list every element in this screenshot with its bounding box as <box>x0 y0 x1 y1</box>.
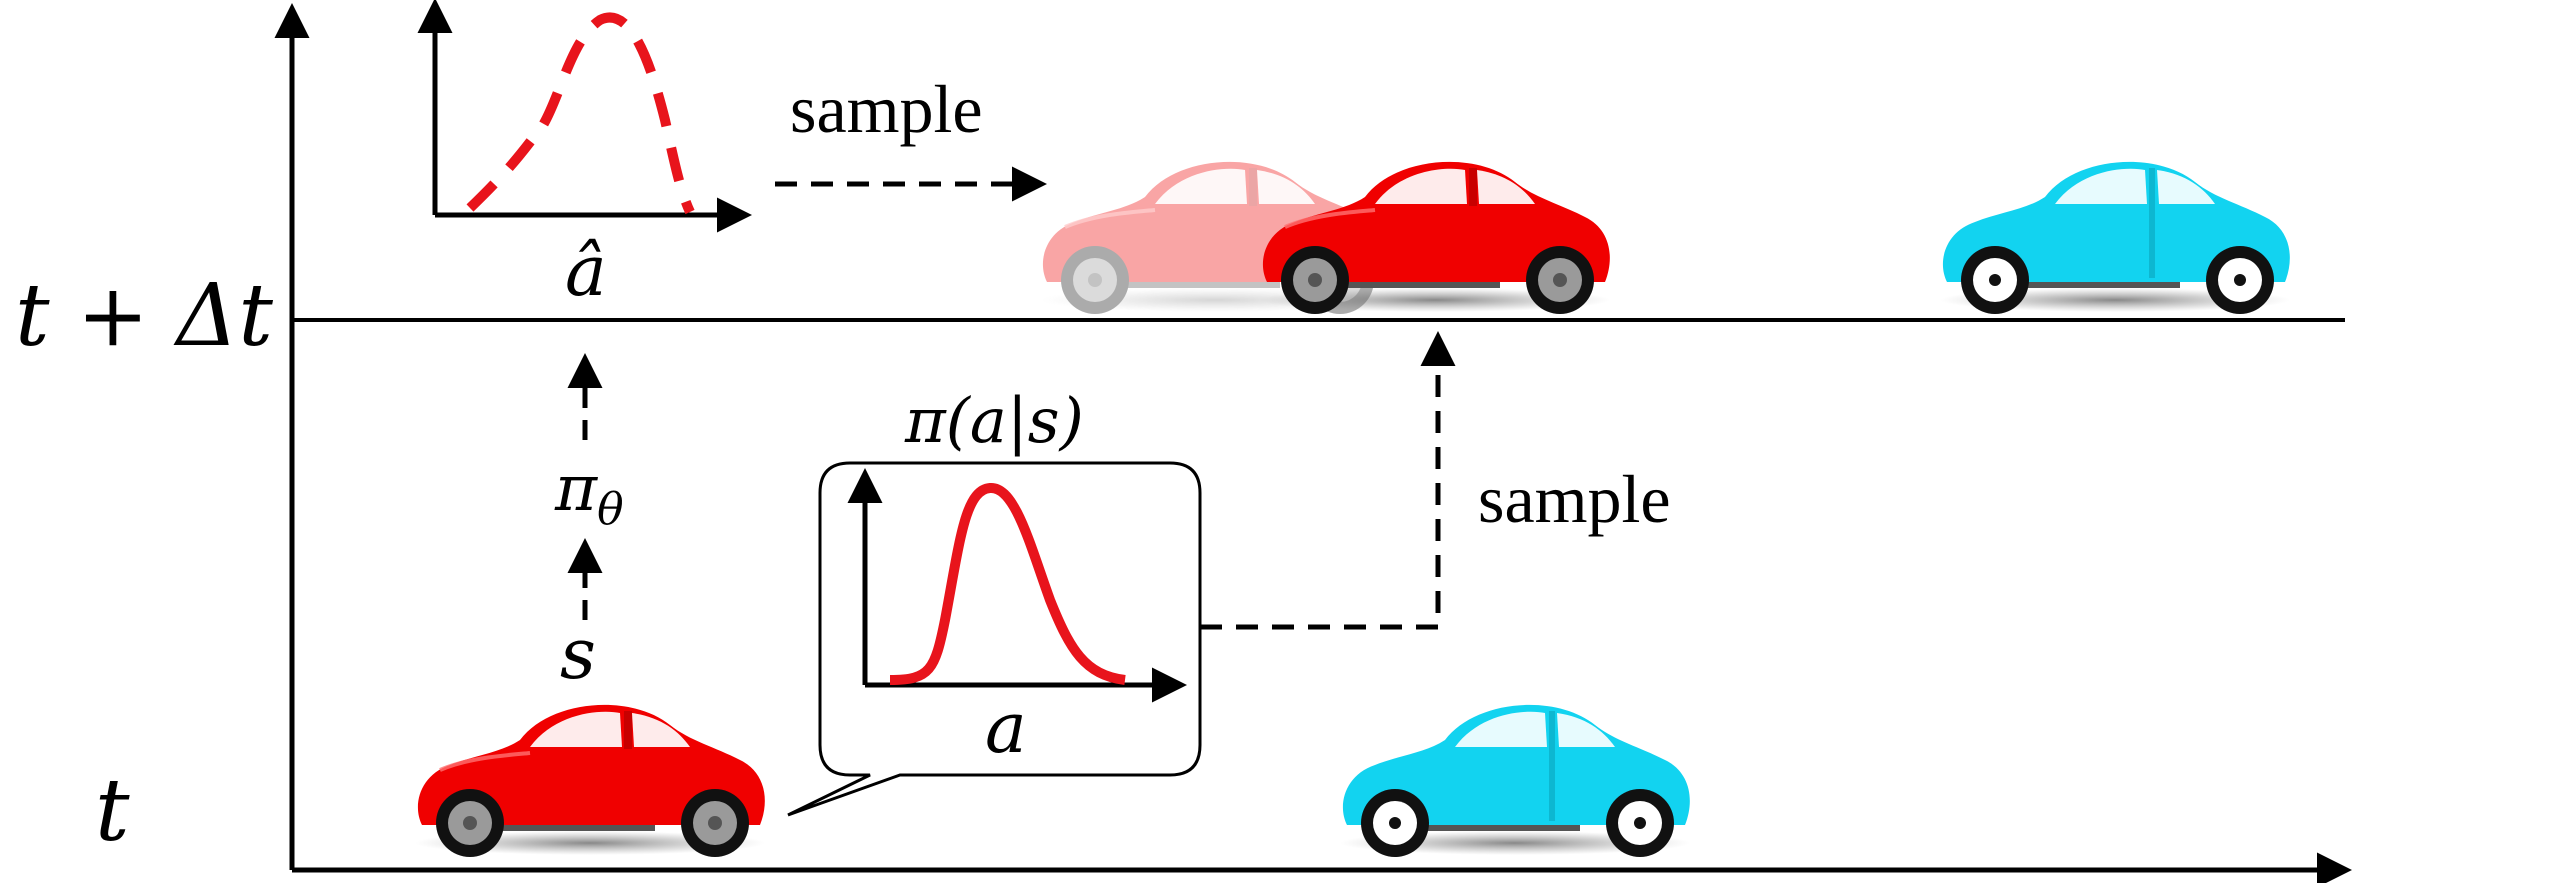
policy-curve <box>889 483 1126 685</box>
label-pi-theta: πθ <box>554 452 624 535</box>
label-a: a <box>985 687 1027 769</box>
other-car-t-plus-dt <box>1940 161 2290 314</box>
predicted-curve <box>466 12 695 215</box>
label-t-plus-dt: t + Δt <box>15 266 273 366</box>
label-s: s <box>560 613 596 695</box>
ego-car-t-plus-dt <box>1258 159 1612 316</box>
label-policy: π(a|s) <box>904 384 1084 457</box>
sample-arrow-right <box>1200 331 1456 630</box>
label-t: t <box>95 761 130 861</box>
label-pi-theta-sub: θ <box>597 484 624 535</box>
ego-car-t <box>413 702 767 859</box>
policy-callout <box>787 461 1202 817</box>
label-sample-right: sample <box>1478 461 1671 537</box>
predicted-distribution-plot <box>417 0 752 233</box>
label-sample-top: sample <box>790 71 983 147</box>
label-a-hat: â <box>565 230 607 312</box>
other-car-t <box>1340 704 1690 857</box>
